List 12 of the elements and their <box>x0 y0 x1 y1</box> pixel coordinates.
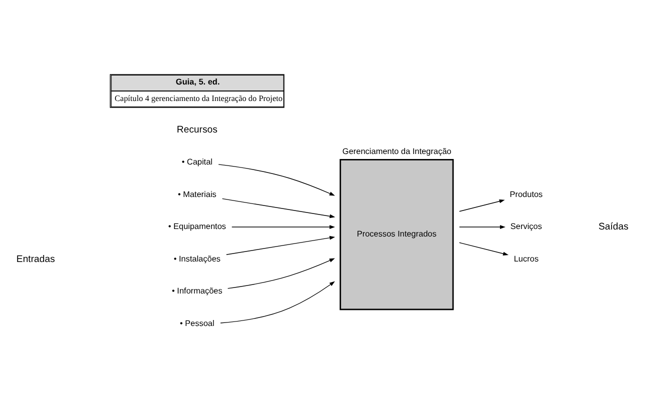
arrow <box>222 198 336 218</box>
label: Recursos <box>176 124 218 136</box>
arrow <box>226 235 336 254</box>
arrow <box>218 164 335 196</box>
arrow <box>227 258 335 288</box>
arrow <box>459 242 509 256</box>
label: Entradas <box>16 253 55 264</box>
arrow <box>220 280 335 323</box>
arrow <box>459 224 506 228</box>
arrow <box>232 224 336 228</box>
arrow <box>459 198 505 212</box>
label: Saídas <box>598 221 628 232</box>
